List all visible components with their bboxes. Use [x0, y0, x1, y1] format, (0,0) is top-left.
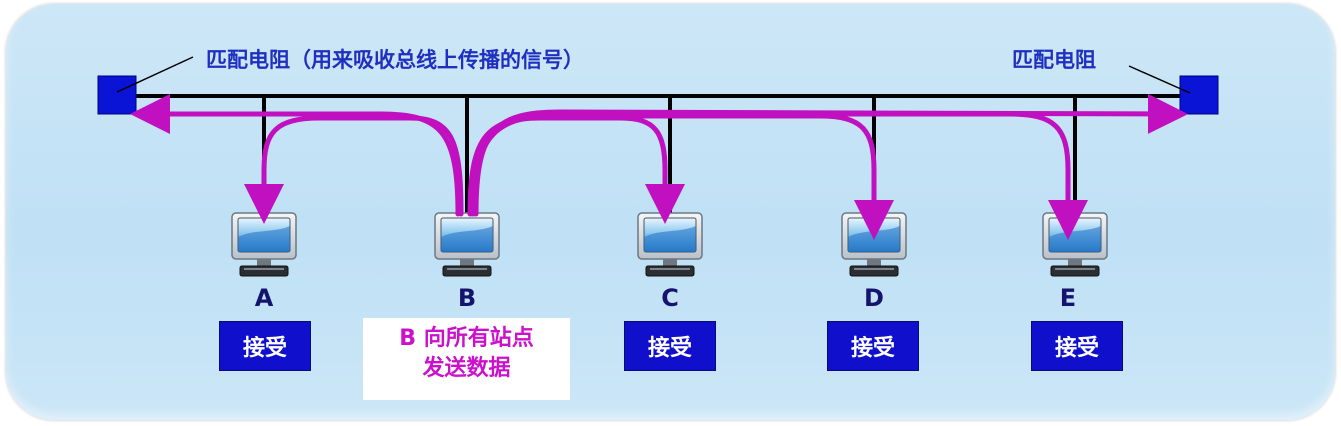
sender-note: B 向所有站点 发送数据 — [363, 318, 570, 400]
terminator-right-label: 匹配电阻 — [1012, 48, 1096, 72]
terminator-right-leader — [1128, 65, 1191, 94]
sender-note-line2: 发送数据 — [422, 356, 511, 381]
terminator-left-label: 匹配电阻（用来吸收总线上传播的信号） — [206, 48, 584, 72]
receive-box-d: 接受 — [827, 321, 919, 371]
station-label-b: B — [457, 284, 477, 312]
signal-to-right-terminator — [473, 93, 1188, 217]
terminator-right — [1179, 75, 1219, 115]
signal-to-station-c — [467, 115, 685, 224]
computer-icon — [637, 212, 703, 277]
station-label-d: D — [864, 284, 884, 312]
signal-to-station-e — [471, 111, 1088, 240]
computers — [231, 212, 1108, 277]
signal-to-left-terminator — [130, 94, 461, 217]
receive-box-e: 接受 — [1031, 321, 1123, 371]
receive-box-c: 接受 — [624, 321, 716, 371]
sender-note-line1: B 向所有站点 — [399, 326, 534, 351]
terminator-left — [97, 75, 137, 115]
signal-arrows — [130, 93, 1188, 240]
signal-to-station-a — [244, 115, 464, 224]
signal-to-station-d — [469, 113, 894, 240]
computer-icon — [434, 212, 500, 277]
station-label-e: E — [1059, 284, 1077, 312]
station-label-c: C — [661, 284, 679, 312]
station-label-a: A — [254, 284, 274, 312]
computer-icon — [1042, 212, 1108, 277]
receive-box-a: 接受 — [219, 321, 311, 371]
terminator-left-leader — [116, 56, 194, 93]
computer-icon — [231, 212, 297, 277]
